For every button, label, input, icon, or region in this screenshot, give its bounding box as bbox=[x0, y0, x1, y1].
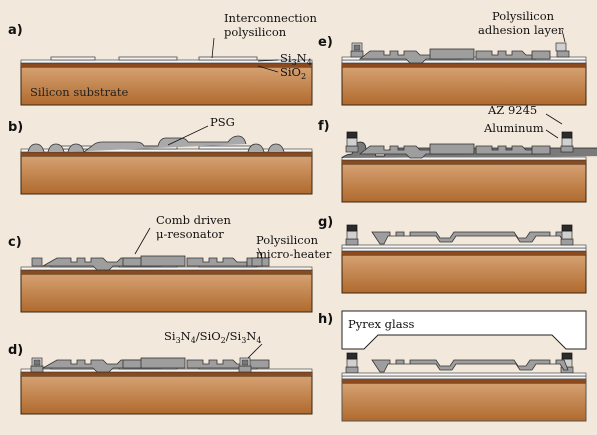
label-psg: PSG bbox=[210, 115, 235, 129]
label-interconnection-2: polysilicon bbox=[224, 25, 287, 39]
step-label: c) bbox=[8, 235, 22, 250]
label-poly-adhesion: Polysilicon bbox=[492, 9, 555, 23]
label-poly-adhesion-2: adhesion layer bbox=[478, 23, 564, 37]
step-label: f) bbox=[318, 119, 330, 134]
step-a-panel: a) Interconnection polysilicon Si3N4 SiO… bbox=[8, 11, 318, 106]
label-az9245: AZ 9245 bbox=[487, 103, 537, 117]
label-silicon-substrate: Silicon substrate bbox=[30, 85, 129, 99]
label-pyrex-glass: Pyrex glass bbox=[348, 317, 414, 331]
step-e-panel: e) Polysilicon adhesion layer bbox=[318, 9, 587, 106]
step-label: d) bbox=[8, 343, 23, 358]
step-g-panel: g) bbox=[318, 215, 587, 294]
label-aluminum: Aluminum bbox=[483, 121, 544, 135]
step-label: b) bbox=[8, 120, 23, 135]
label-microheater: Polysilicon bbox=[256, 233, 319, 247]
label-interconnection: Interconnection bbox=[224, 11, 318, 25]
step-label: e) bbox=[318, 35, 333, 50]
step-label: a) bbox=[8, 23, 23, 38]
step-label: g) bbox=[318, 215, 333, 230]
label-comb-driven: Comb driven bbox=[156, 213, 231, 227]
step-d-panel: d) Si3N4/SiO2/Si3N4 bbox=[8, 329, 313, 415]
step-f-panel: f) AZ 9245 Aluminum bbox=[318, 103, 597, 203]
label-si3n4: Si3N4 bbox=[280, 51, 312, 67]
label-sio2: SiO2 bbox=[280, 65, 306, 81]
label-resonator: μ-resonator bbox=[156, 227, 224, 241]
label-microheater-2: micro-heater bbox=[256, 247, 332, 261]
label-stack: Si3N4/SiO2/Si3N4 bbox=[164, 329, 261, 345]
step-label: h) bbox=[318, 312, 333, 327]
step-b-panel: b) PSG bbox=[8, 115, 313, 195]
step-h-panel: h) Pyrex glass bbox=[318, 310, 587, 422]
step-c-panel: c) Comb driven μ-resonator Polysilicon m… bbox=[8, 213, 332, 313]
